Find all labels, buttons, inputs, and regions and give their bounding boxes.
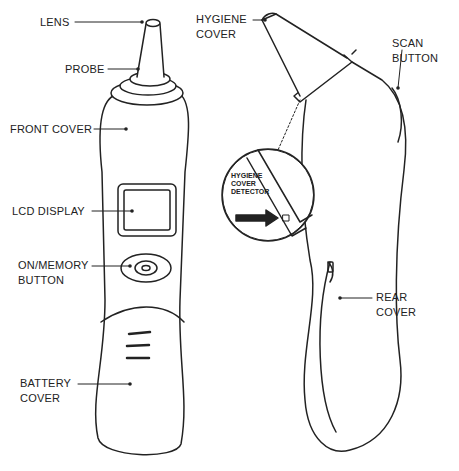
part-label: BATTERY COVER	[20, 376, 80, 406]
part-label: ON/MEMORY BUTTON	[18, 258, 88, 288]
magnifier-circle: HYGIENE COVER DETECTOR	[222, 149, 314, 241]
inset-label: HYGIENE COVER DETECTOR	[231, 172, 287, 196]
part-label: LENS	[40, 15, 70, 30]
part-label: HYGIENE COVER	[196, 12, 252, 42]
part-label: SCAN BUTTON	[392, 36, 447, 66]
part-label: LCD DISPLAY	[12, 204, 85, 219]
part-label: REAR COVER	[376, 290, 431, 320]
part-label: PROBE	[65, 62, 105, 77]
part-label: FRONT COVER	[10, 122, 92, 137]
